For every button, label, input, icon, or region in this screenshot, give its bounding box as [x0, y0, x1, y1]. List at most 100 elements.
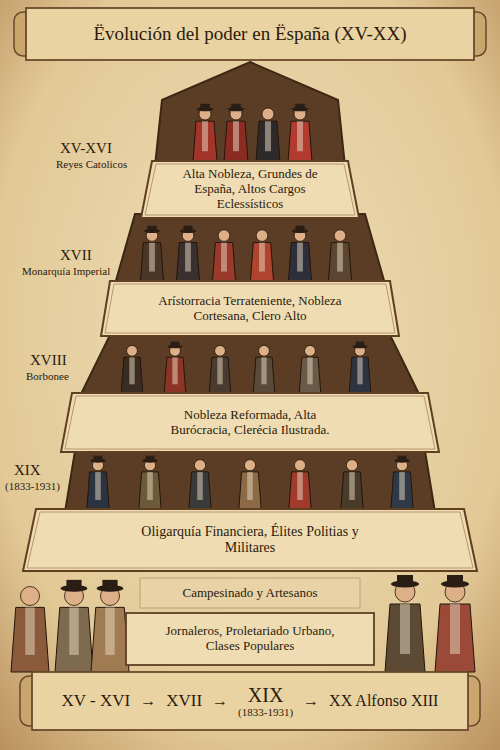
figure-hat [295, 226, 304, 231]
pyramid-tier [155, 62, 345, 166]
figure-detail [349, 472, 355, 500]
band-inner-line [65, 396, 435, 449]
figure-body [91, 607, 129, 672]
figure-hat [398, 456, 407, 461]
figure-hat [171, 342, 180, 347]
figure-body [224, 121, 248, 162]
band-text: Nobleza Reformada, Alta Burócracia, Cler… [155, 408, 345, 438]
figure-head [215, 345, 226, 356]
figure-head [21, 587, 40, 606]
figure-detail [221, 243, 227, 272]
figure-detail [247, 472, 253, 500]
figure-body [256, 121, 280, 162]
figure-hat [102, 580, 117, 589]
title: Ëvolución del poder en Ëspaña (XV-XX) [40, 8, 460, 60]
figure-body [87, 472, 109, 510]
figure [299, 345, 321, 394]
figure-body [55, 607, 93, 672]
figure-body [289, 472, 311, 510]
power-band: Nobleza Reformada, Alta Burócracia, Cler… [60, 392, 440, 453]
figure-detail [147, 472, 153, 500]
figure-head [294, 460, 305, 471]
band-text: Alta Nobleza, Grundes de España, Altos C… [164, 167, 336, 212]
figure-hat [447, 575, 463, 584]
figure-head [305, 345, 316, 356]
figure-head [218, 230, 230, 242]
figure-detail [307, 357, 312, 384]
era-label: XIX [14, 462, 41, 479]
figure-hat [146, 456, 155, 461]
pyramid-tier [80, 335, 420, 396]
figure-body [209, 357, 231, 394]
figure [193, 104, 217, 162]
figure [328, 230, 351, 282]
figure-detail [450, 604, 460, 654]
figure [288, 104, 312, 162]
figure-head [346, 460, 357, 471]
figure [176, 226, 199, 282]
figure-hat [231, 104, 241, 109]
figure [391, 456, 413, 510]
band-outline [126, 613, 374, 665]
figure-detail [297, 243, 303, 272]
figure-detail [400, 604, 410, 654]
figure [209, 345, 231, 394]
era-label: (1833-1931) [5, 480, 60, 492]
figure [140, 226, 163, 282]
figure-hat [147, 226, 156, 231]
figure-detail [259, 243, 265, 272]
figure-body [239, 472, 261, 510]
band-text: Jornaleros, Proletariado Urbano, Clases … [148, 624, 353, 654]
era-label: Monarquía Imperial [22, 265, 110, 277]
figure [121, 345, 143, 394]
figure-detail [25, 607, 35, 655]
scroll-body [26, 8, 474, 60]
figure [289, 460, 311, 510]
figure-detail [399, 472, 405, 500]
figure-body [193, 121, 217, 162]
band-inner-line [145, 164, 355, 215]
figure-body [435, 604, 475, 672]
band-text: Oligarquía Financiera, Élites Politias y… [140, 524, 360, 556]
timeline-text: → [140, 692, 156, 710]
figure [139, 456, 161, 510]
timeline-text: → [212, 692, 228, 710]
figure [341, 460, 363, 510]
figure [385, 575, 425, 672]
era-label: Reyes Catolicos [56, 158, 127, 170]
band-outline [23, 509, 477, 571]
timeline-text: XV - XVI [62, 692, 131, 711]
timeline-scroll: XV - XVI→XVII→XIX(1833-1931)→XX Alfonso … [20, 672, 480, 730]
timeline-text: XIX [248, 684, 284, 706]
figure-detail [297, 472, 303, 500]
figure-detail [129, 357, 134, 384]
figure-detail [172, 357, 177, 384]
figure [250, 230, 273, 282]
figure [239, 460, 261, 510]
era-label: XV-XVI [60, 140, 112, 157]
band-inner-line [27, 512, 473, 568]
figure-detail [217, 357, 222, 384]
figure-body [299, 357, 321, 394]
power-band: Arístorracia Terrateniente, Nobleza Cort… [100, 280, 400, 337]
figure [253, 345, 275, 394]
figure-detail [357, 357, 362, 384]
band-outline [140, 578, 360, 608]
pyramid-tier [65, 451, 435, 512]
figure [164, 342, 186, 394]
figure-body [328, 243, 351, 282]
figure-body [140, 243, 163, 282]
figure-head [256, 230, 268, 242]
figure-body [288, 121, 312, 162]
figure-body [164, 357, 186, 394]
figure-hat [183, 226, 192, 231]
figure-detail [105, 607, 115, 655]
band-inner-line [105, 284, 395, 333]
timeline-text: → [303, 692, 319, 710]
figure-body [253, 357, 275, 394]
figure-body [391, 472, 413, 510]
figure-body [341, 472, 363, 510]
figure [224, 104, 248, 162]
figure-body [212, 243, 235, 282]
